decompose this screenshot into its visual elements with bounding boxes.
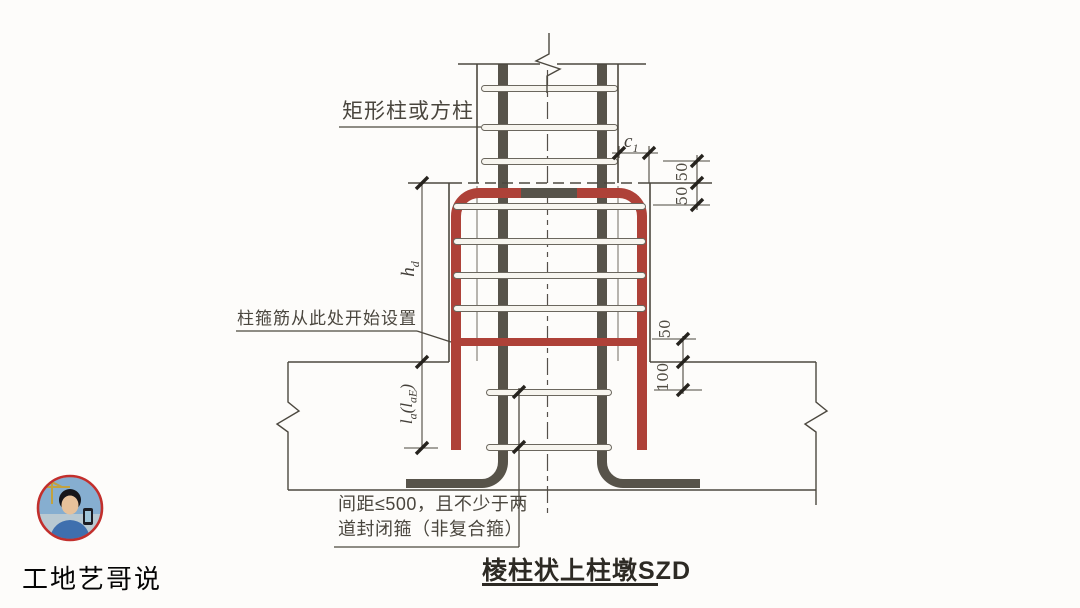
pier-vertical-bars-red [451, 188, 647, 450]
pier-stirrup [453, 272, 646, 279]
note-line-1: 间距≤500，且不少于两 [338, 494, 528, 514]
dim-text-50-upper-b: 50 [673, 186, 691, 206]
pier-stirrup [453, 203, 646, 210]
avatar-face [61, 495, 79, 515]
watermark-name: 工地艺哥说 [22, 564, 163, 594]
dim-text-la: la(laE) [397, 383, 420, 425]
closed-hoop-below-surface [486, 444, 612, 451]
dim-text-100-embed: 100 [654, 362, 672, 392]
watermark-avatar [36, 474, 104, 542]
dim-text-hd: hd [398, 261, 422, 277]
avatar-ring [36, 474, 104, 542]
pier-top-bar-overlap-segment [521, 188, 577, 198]
slab-edge-right-break [803, 362, 829, 505]
note-line-2: 道封闭箍（非复合箍） [338, 519, 523, 539]
avatar-shirt [49, 520, 91, 539]
label-stirrup-start: 柱箍筋从此处开始设置 [237, 309, 417, 328]
pier-stirrup [453, 238, 646, 245]
pier-stirrup [453, 305, 646, 312]
label-column-type: 矩形柱或方柱 [342, 100, 474, 123]
dim-text-50-tie: 50 [656, 319, 674, 339]
column-stirrup [481, 158, 618, 165]
note-spacing: 间距≤500，且不少于两 道封闭箍（非复合箍） [338, 492, 528, 542]
pier-bottom-red-tie [451, 338, 647, 346]
dim-text-c1: c1 [624, 131, 639, 155]
figure-title-underline [482, 583, 658, 586]
break-symbol-top [534, 33, 562, 93]
closed-hoop-below-surface [486, 389, 612, 396]
column-stirrup [481, 124, 618, 131]
figure-title: 棱柱状上柱墩SZD [482, 557, 692, 585]
column-stirrup [481, 85, 618, 92]
slab-edge-left-break [275, 362, 301, 490]
